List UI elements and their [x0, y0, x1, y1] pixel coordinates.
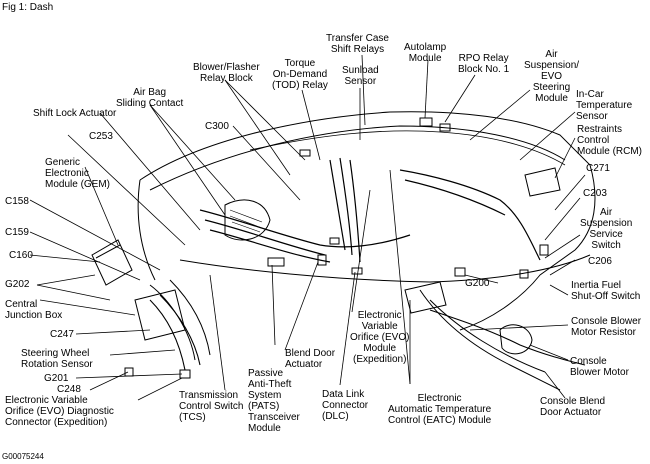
label-transfer-case-shift-relays: Transfer Case Shift Relays	[326, 33, 389, 55]
label-c160: C160	[9, 250, 33, 261]
label-g201: G201	[44, 373, 69, 384]
label-console-blower-motor-resistor: Console Blower Motor Resistor	[571, 316, 642, 338]
label-data-link-connector: Data Link Connector (DLC)	[322, 389, 369, 422]
eatc-module	[404, 281, 447, 314]
label-c203: C203	[583, 188, 607, 199]
label-air-bag-sliding-contact: Air Bag Sliding Contact	[116, 87, 184, 109]
label-in-car-temperature-sensor: In-Car Temperature Sensor	[576, 89, 633, 122]
label-evo-module-expedition: Electronic Variable Orifice (EVO) Module…	[350, 310, 410, 365]
figure-code: G00075244	[2, 452, 44, 461]
harness-center	[329, 157, 361, 263]
label-autolamp-module: Autolamp Module	[404, 42, 447, 64]
label-g200: G200	[465, 278, 490, 289]
leader-lines	[29, 54, 586, 401]
label-transmission-control-switch: Transmission Control Switch (TCS)	[179, 390, 244, 423]
label-c253: C253	[89, 131, 113, 142]
label-generic-electronic-module: Generic Electronic Module (GEM)	[45, 157, 111, 190]
label-eatc-module: Electronic Automatic Temperature Control…	[388, 393, 492, 426]
label-g202: G202	[5, 279, 30, 290]
label-blend-door-actuator: Blend Door Actuator	[285, 348, 336, 370]
harness-console	[429, 309, 586, 366]
label-restraints-control-module: Restraints Control Module (RCM)	[577, 124, 643, 157]
label-inertia-fuel-shut-off-switch: Inertia Fuel Shut-Off Switch	[571, 280, 641, 302]
label-sunload-sensor: Sunload Sensor	[342, 65, 379, 87]
label-c159: C159	[5, 227, 29, 238]
label-central-junction-box: Central Junction Box	[5, 299, 63, 321]
label-evo-diagnostic-connector: Electronic Variable Orifice (EVO) Diagno…	[5, 395, 114, 428]
label-air-suspension-service-switch: Air Suspension Service Switch	[580, 207, 633, 251]
gem-module	[91, 239, 133, 286]
figure-title: Fig 1: Dash	[2, 2, 54, 13]
junction-box	[134, 289, 186, 341]
label-console-blend-door-actuator: Console Blend Door Actuator	[540, 396, 606, 418]
label-c206: C206	[588, 256, 612, 267]
dash-top-ridge	[249, 130, 566, 166]
steering-column	[149, 279, 211, 361]
harness-main	[199, 209, 411, 263]
harness-lower	[149, 294, 201, 371]
label-torque-on-demand-relay: Torque On-Demand (TOD) Relay	[272, 58, 328, 91]
label-pats-transceiver-module: Passive Anti-Theft System (PATS) Transce…	[248, 368, 300, 434]
label-c300: C300	[205, 121, 229, 132]
blower-motor	[499, 324, 533, 355]
console-outline	[419, 289, 561, 391]
label-c248: C248	[57, 384, 81, 395]
label-blower-flasher-relay-block: Blower/Flasher Relay Block	[193, 62, 260, 84]
label-air-suspension-evo-module: Air Suspension/ EVO Steering Module	[524, 49, 580, 104]
label-rpo-relay-block: RPO Relay Block No. 1	[458, 53, 510, 75]
label-c247: C247	[50, 329, 74, 340]
rcm-module	[524, 167, 561, 197]
label-steering-wheel-rotation-sensor: Steering Wheel Rotation Sensor	[21, 348, 93, 370]
vent-left	[224, 199, 271, 241]
label-c271: C271	[586, 163, 610, 174]
label-console-blower-motor: Console Blower Motor	[570, 356, 629, 378]
label-c158: C158	[5, 196, 29, 207]
dash-outline	[137, 111, 596, 331]
harness-right	[399, 169, 541, 261]
label-shift-lock-actuator: Shift Lock Actuator	[33, 108, 117, 119]
dash-lower-edge	[179, 254, 591, 283]
